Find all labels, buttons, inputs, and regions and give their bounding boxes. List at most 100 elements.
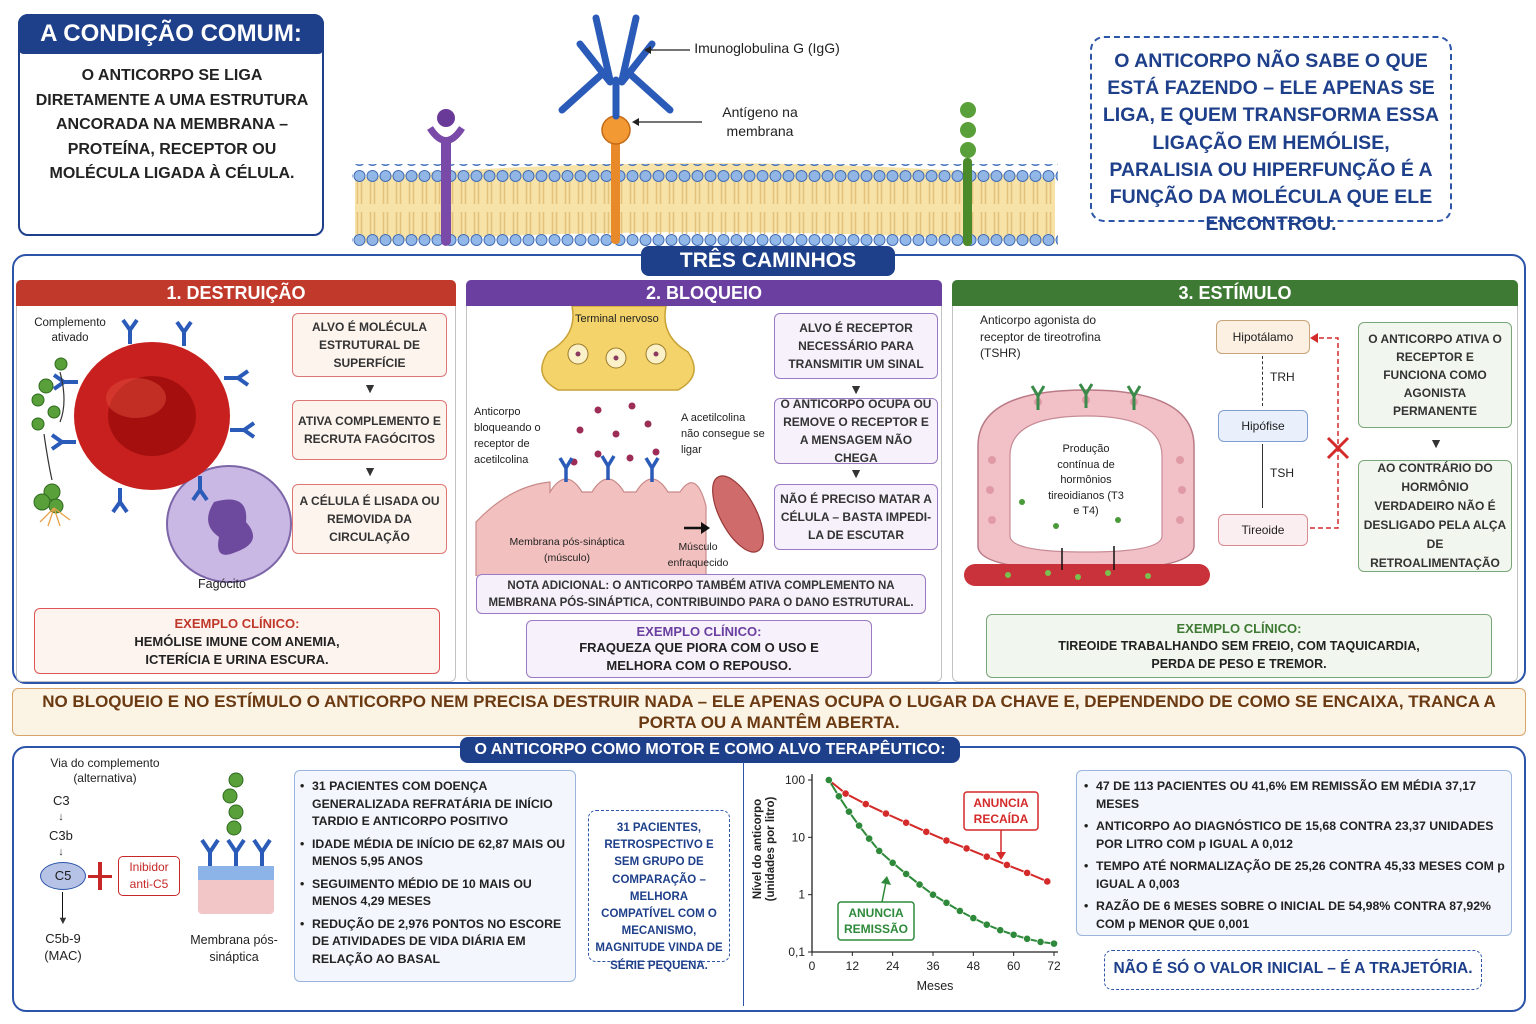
remission-annotation-line2: REMISSÃO: [844, 921, 908, 936]
down-arrow-icon: ▼: [363, 380, 377, 396]
chart-point: [982, 852, 991, 861]
blockade-example-title: EXEMPLO CLÍNICO:: [636, 624, 762, 639]
study1-list: 31 PACIENTES COM DOENÇA GENERALIZADA REF…: [300, 778, 572, 973]
remission-annotation-arrow: [881, 881, 887, 903]
phagocyte-label: Fagócito: [198, 577, 246, 591]
destruction-step-1: ALVO É MOLÉCULA ESTRUTURAL DE SUPERFÍCIE: [292, 313, 447, 377]
study1-item: REDUÇÃO DE 2,976 PONTOS NO ESCORE DE ATI…: [300, 916, 572, 969]
chart-point: [888, 858, 897, 867]
study1-item: SEGUIMENTO MÉDIO DE 10 MAIS OU MENOS 4,2…: [300, 876, 572, 911]
chart-point: [1050, 939, 1058, 948]
chart-ylabel-holder: Nível do anticorpo (unidades por litro): [746, 776, 782, 926]
down-arrow-icon: ▼: [363, 463, 377, 479]
chart-point: [1003, 861, 1011, 869]
muscle-label: Músculo enfraquecido: [667, 541, 729, 569]
chart-point: [922, 827, 931, 836]
chart-point: [855, 821, 863, 830]
pathway-arrow-line: [62, 892, 63, 920]
down-arrow-icon: ▼: [57, 915, 69, 927]
igg-label: Imunoglobulina G (IgG): [694, 40, 840, 56]
antibody-block-label: Anticorpo bloqueando o receptor de aceti…: [474, 406, 541, 466]
inhibitor-box: Inibidor anti-C5: [118, 856, 180, 896]
ach-label: A acetilcolina não consegue se ligar: [681, 412, 765, 456]
chart-point: [902, 818, 911, 827]
remission-annotation-arrowhead: [881, 876, 891, 885]
antigen-label: Antígeno na membrana: [722, 104, 798, 139]
axis-trh: TRH: [1270, 370, 1295, 384]
destruction-example-text: HEMÓLISE IMUNE COM ANEMIA, ICTERÍCIA E U…: [134, 634, 340, 667]
blockade-example-box: [526, 620, 872, 678]
chart-point: [845, 807, 853, 816]
axis-hypothalamus: Hipotálamo: [1216, 320, 1310, 354]
blockade-step-3: NÃO É PRECISO MATAR A CÉLULA – BASTA IMP…: [774, 484, 938, 550]
banner-text: NO BLOQUEIO E NO ESTÍMULO O ANTICORPO NE…: [42, 692, 1496, 732]
chart-y-tick-label: 100: [785, 773, 805, 787]
chart-ylabel: Nível do anticorpo (unidades por litro): [752, 796, 777, 902]
chart-point: [882, 809, 890, 818]
down-arrow-icon: ↓: [58, 846, 64, 858]
axis-tsh: TSH: [1270, 466, 1294, 480]
chart-point: [929, 890, 937, 899]
thyroid-illustration: [964, 383, 1210, 586]
inhibition-bar-icon: [98, 862, 102, 890]
stimulus-step-2: AO CONTRÁRIO DO HORMÔNIO VERDADEIRO NÃO …: [1358, 460, 1512, 572]
chart-y-tick-label: 0,1: [788, 945, 805, 959]
chart-point: [915, 880, 924, 889]
study-note-box: [588, 810, 730, 962]
blockade-step-1: ALVO É RECEPTOR NECESSÁRIO PARA TRANSMIT…: [774, 313, 938, 379]
blockade-note: NOTA ADICIONAL: O ANTICORPO TAMBÉM ATIVA…: [488, 580, 914, 609]
chart-point: [982, 920, 991, 929]
chart-point: [865, 834, 874, 843]
pathway-c3b: C3b: [49, 828, 73, 843]
postsynaptic-label: Membrana pós-sináptica (músculo): [509, 536, 625, 564]
chart-point: [955, 907, 964, 915]
postsynaptic-complement-illustration: [198, 772, 274, 914]
destruction-step-2: ATIVA COMPLEMENTO E RECRUTA FAGÓCITOS: [292, 400, 447, 460]
stimulus-title: 3. ESTÍMULO: [952, 280, 1518, 306]
study1-item: IDADE MÉDIA DE INÍCIO DE 62,87 MAIS OU M…: [300, 836, 572, 871]
chart-x-tick-label: 12: [846, 959, 860, 973]
study2-list: 47 DE 113 PACIENTES OU 41,6% EM REMISSÃO…: [1084, 778, 1508, 938]
chart-point: [962, 844, 971, 853]
complement-label: Complemento ativado: [34, 317, 106, 344]
chart-y-tick-label: 1: [798, 888, 805, 902]
chart-point: [942, 898, 951, 907]
blockade-example-text: FRAQUEZA QUE PIORA COM O USO E MELHORA C…: [579, 640, 819, 673]
stimulus-example-title: EXEMPLO CLÍNICO:: [1176, 621, 1302, 636]
condition-title: A CONDIÇÃO COMUM:: [18, 14, 324, 54]
bottom-title: O ANTICORPO COMO MOTOR E COMO ALVO TERAP…: [460, 737, 960, 763]
chart-point: [875, 846, 884, 855]
remission-annotation-line1: ANUNCIA: [848, 906, 904, 920]
relapse-annotation-arrowhead: [996, 852, 1006, 860]
feedback-loop: [1310, 333, 1350, 529]
down-arrow-icon: ▼: [849, 381, 863, 397]
purple-receptor: [427, 109, 465, 246]
study1-item: 31 PACIENTES COM DOENÇA GENERALIZADA REF…: [300, 778, 572, 831]
chart-point: [861, 800, 870, 808]
postsynaptic-membrane-label: Membrana pós-sináptica: [190, 933, 278, 964]
pathway-mac: C5b-9 (MAC): [44, 931, 82, 963]
destruction-example-title: EXEMPLO CLÍNICO:: [174, 616, 300, 631]
membrane-antigen: [601, 115, 631, 244]
study2-item: RAZÃO DE 6 MESES SOBRE O INICIAL DE 54,9…: [1084, 898, 1508, 933]
down-arrow-icon: ↓: [58, 811, 64, 823]
axis-line-1: [1262, 356, 1263, 406]
blockade-step-2: O ANTICORPO OCUPA OU REMOVE O RECEPTOR E…: [774, 397, 938, 465]
chart-point: [1023, 934, 1032, 943]
production-label: Produção contínua de hormônios tireoidia…: [1048, 443, 1124, 517]
stimulus-example-box: [986, 614, 1492, 678]
axis-pituitary: Hipófise: [1218, 410, 1308, 442]
destruction-step-3: A CÉLULA É LISADA OU REMOVIDA DA CIRCULA…: [292, 484, 447, 554]
membrane-illustration: [352, 14, 1058, 248]
quote-box: [1090, 36, 1452, 222]
vertical-divider: [743, 762, 744, 1006]
down-arrow-icon: ▼: [849, 465, 863, 481]
destruction-illustration: [31, 318, 292, 583]
chart-point: [1023, 868, 1032, 877]
chart-x-tick-label: 60: [1007, 959, 1021, 973]
pathway-c3: C3: [53, 793, 70, 808]
axis-thyroid: Tireoide: [1218, 514, 1308, 546]
chart-point: [1036, 938, 1045, 946]
relapse-annotation-line2: RECAÍDA: [974, 811, 1029, 826]
